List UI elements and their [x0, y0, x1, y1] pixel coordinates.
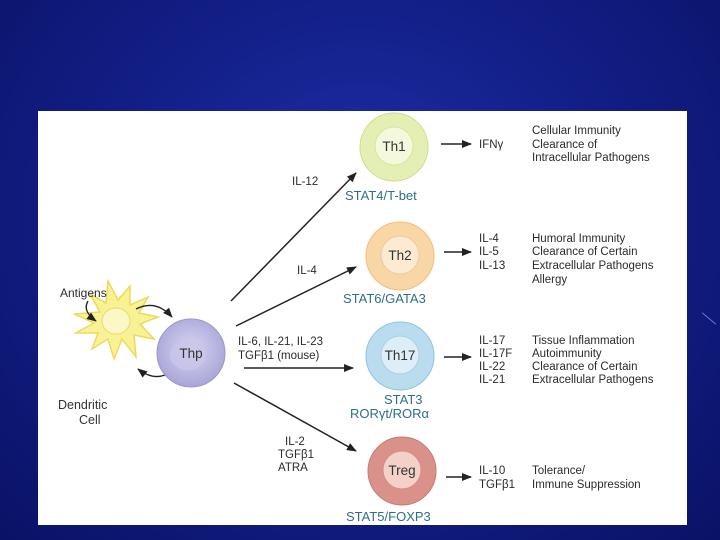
th17-function-4: Extracellular Pathogens	[532, 374, 654, 386]
treg-function-1: Tolerance/	[532, 465, 586, 477]
treg-cytokine-1: IL-10	[479, 465, 505, 477]
th2-function-3: Extracellular Pathogens	[532, 260, 654, 272]
th2-cytokine-2: IL-5	[479, 246, 499, 258]
treg-cytokine-2: TGFβ1	[479, 479, 515, 491]
th2-cytokine-3: IL-13	[479, 260, 505, 272]
th1-label: Th1	[382, 139, 405, 154]
th17-function-3: Clearance of Certain	[532, 361, 637, 373]
th2-function-2: Clearance of Certain	[532, 246, 637, 258]
diagram-panel: Dendritic Cell Antigens Thp IL-12 IL-4 I…	[38, 111, 687, 525]
antigens-label: Antigens	[60, 286, 107, 300]
dendritic-label-line2: Cell	[79, 413, 101, 427]
th17-cytokine-4: IL-21	[479, 374, 505, 386]
arrow-thp-to-th1	[230, 172, 357, 302]
th17-transcription-factor-2: RORγt/RORα	[350, 406, 430, 421]
dendritic-label-line1: Dendritic	[58, 398, 107, 412]
th1-transcription-factor: STAT4/T-bet	[345, 188, 417, 203]
th1-function-1: Cellular Immunity	[532, 125, 621, 137]
th2-label: Th2	[388, 248, 411, 263]
th17-cytokine-3: IL-22	[479, 361, 505, 373]
arrow-thp-to-treg	[233, 382, 357, 452]
treg-inducer-1: IL-2	[285, 436, 305, 448]
thp-cell	[156, 318, 226, 388]
treg-inducer-3: ATRA	[278, 462, 308, 474]
th1-function-2: Clearance of	[532, 139, 598, 151]
th2-inducer-1: IL-4	[297, 265, 317, 277]
th2-function-4: Allergy	[532, 274, 567, 286]
th2-transcription-factor: STAT6/GATA3	[343, 291, 426, 306]
treg-transcription-factor: STAT5/FOXP3	[346, 509, 431, 524]
th17-cell	[365, 321, 435, 391]
dc-to-thp-arrow-top	[135, 304, 173, 318]
th1-function-3: Intracellular Pathogens	[532, 152, 650, 164]
dendritic-cell	[73, 278, 161, 362]
treg-cell	[367, 436, 437, 506]
slide-decoration-line	[701, 312, 717, 325]
antigen-arrow	[85, 300, 97, 322]
th17-inducer-2: TGFβ1 (mouse)	[238, 350, 320, 362]
treg-function-2: Immune Suppression	[532, 479, 641, 491]
treg-label: Treg	[388, 463, 415, 478]
th17-function-1: Tissue Inflammation	[532, 335, 634, 347]
arrow-thp-to-th2	[235, 266, 357, 327]
th17-transcription-factor-1: STAT3	[384, 392, 423, 407]
treg-inducer-2: TGFβ1	[278, 449, 314, 461]
th17-cytokine-2: IL-17F	[479, 348, 512, 360]
th2-cell	[365, 221, 435, 291]
th17-label: Th17	[385, 348, 416, 363]
th2-function-1: Humoral Immunity	[532, 233, 626, 245]
th17-function-2: Autoimmunity	[532, 348, 602, 360]
thp-label: Thp	[179, 346, 202, 361]
t-helper-differentiation-diagram: Dendritic Cell Antigens Thp IL-12 IL-4 I…	[58, 112, 654, 524]
th1-cell	[359, 112, 429, 182]
th1-inducer-1: IL-12	[292, 176, 318, 188]
th1-cytokine-1: IFNγ	[479, 139, 504, 151]
th17-cytokine-1: IL-17	[479, 335, 505, 347]
th17-inducer-1: IL-6, IL-21, IL-23	[238, 336, 323, 348]
th2-cytokine-1: IL-4	[479, 233, 499, 245]
